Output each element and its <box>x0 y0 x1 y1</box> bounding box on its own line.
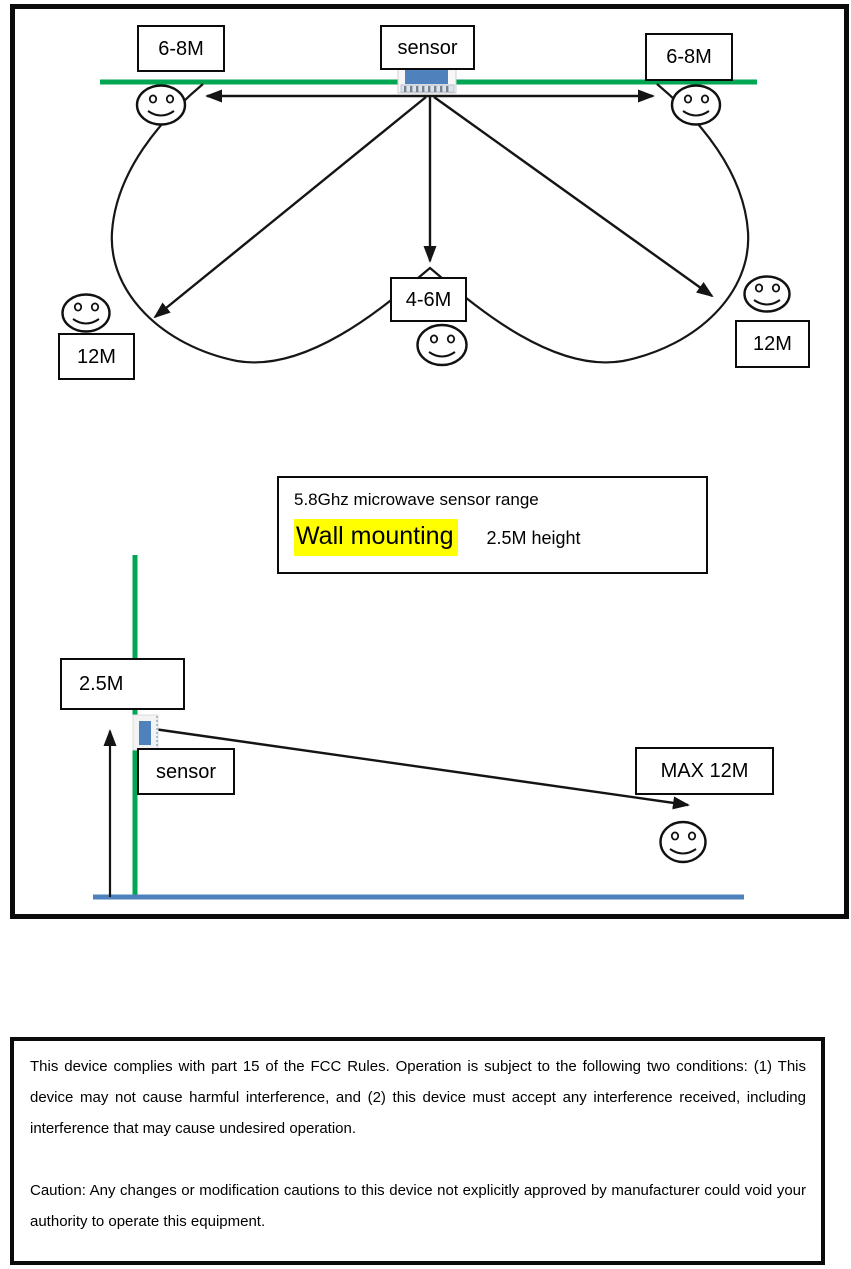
smiley-face-icon <box>670 84 722 126</box>
label-range-6-8m-right: 6-8M <box>645 33 733 81</box>
left-diagonal-range-arrow <box>153 96 427 319</box>
label-text: sensor <box>155 760 217 783</box>
label-text: 12M <box>77 345 116 368</box>
fcc-caution-paragraph: Caution: Any changes or modification cau… <box>30 1181 806 1230</box>
smiley-face-icon <box>61 293 111 333</box>
label-sensor-wall: sensor <box>137 748 235 795</box>
label-text: 2.5M <box>79 673 124 695</box>
label-sensor-top: sensor <box>380 25 475 70</box>
label-text: MAX 12M <box>660 760 749 782</box>
height-note: 2.5M height <box>486 528 581 548</box>
sensor-device-icon <box>132 714 159 751</box>
label-text: 6-8M <box>158 37 204 60</box>
label-text: 6-8M <box>666 46 712 68</box>
label-max-12m: MAX 12M <box>635 747 774 795</box>
right-diagonal-range-arrow <box>433 96 714 298</box>
detection-lobe-curve <box>110 83 750 364</box>
info-title: 5.8Ghz microwave sensor range <box>294 490 539 509</box>
smiley-face-icon <box>659 820 707 864</box>
info-box: 5.8Ghz microwave sensor range Wall mount… <box>277 476 708 574</box>
fcc-compliance-paragraph: This device complies with part 15 of the… <box>30 1058 806 1138</box>
label-range-12m-right: 12M <box>735 320 810 368</box>
label-text: sensor <box>397 36 458 59</box>
label-range-12m-left: 12M <box>58 333 135 380</box>
smiley-face-icon <box>135 84 187 126</box>
label-height-2-5m: 2.5M <box>60 658 185 710</box>
label-range-6-8m-left: 6-8M <box>137 25 225 72</box>
label-range-4-6m: 4-6M <box>390 277 467 322</box>
smiley-face-icon <box>416 323 468 367</box>
smiley-face-icon <box>743 275 791 313</box>
label-text: 12M <box>753 333 792 355</box>
fcc-statement-box: This device complies with part 15 of the… <box>10 1037 825 1265</box>
wall-mounting-highlight: Wall mounting <box>294 519 459 556</box>
max-range-arrow <box>153 727 690 810</box>
label-text: 4-6M <box>405 288 452 311</box>
